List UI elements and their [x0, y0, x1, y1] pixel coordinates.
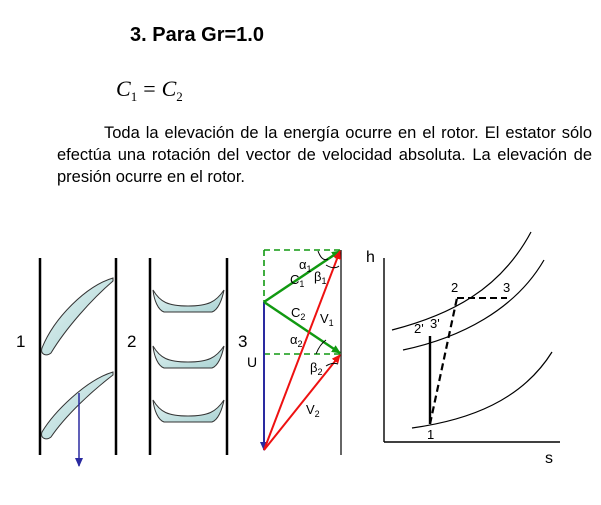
rotor-blade-lower [41, 371, 114, 440]
velocity-triangles [260, 249, 342, 455]
eq-c2-sub: 2 [176, 89, 183, 104]
label-beta1: β1 [314, 269, 327, 286]
isobar-middle [402, 259, 545, 351]
label-alpha1: α1 [299, 257, 312, 274]
eq-c1: C [116, 76, 131, 101]
description-paragraph: Toda la elevación de la energía ocurre e… [57, 124, 592, 186]
slide-title: 3. Para Gr=1.0 [130, 24, 264, 46]
label-c2: C2 [291, 305, 305, 322]
eq-c2: C [161, 76, 177, 101]
eq-c1-sub: 1 [130, 89, 138, 104]
label-c1: C1 [290, 272, 304, 289]
stator-blade-1 [152, 289, 225, 313]
axis-label-h: h [366, 249, 375, 266]
point-1: 1 [427, 427, 434, 442]
stator-blade-2 [152, 345, 225, 369]
point-3-prime: 3' [430, 316, 440, 331]
rotor-cascade [38, 258, 118, 467]
stator-blade-3 [152, 399, 225, 423]
label-u: U [247, 354, 257, 370]
panel-label-1: 1 [16, 332, 25, 351]
panel-label-3: 3 [238, 332, 247, 351]
label-v1: V1 [320, 311, 334, 328]
label-alpha2: α2 [290, 332, 303, 349]
equation: C1=C2 [116, 76, 183, 105]
point-2-prime: 2' [414, 321, 424, 336]
label-beta2: β2 [310, 360, 323, 377]
v2-vector [263, 354, 341, 451]
hs-diagram [383, 231, 560, 443]
eq-equals: = [143, 76, 156, 101]
point-2: 2 [451, 280, 458, 295]
point-3: 3 [503, 280, 510, 295]
panel-label-2: 2 [127, 332, 136, 351]
axis-label-s: s [545, 450, 553, 467]
c2-vector [263, 300, 341, 355]
stator-cascade [148, 258, 229, 455]
isobar-lower [411, 351, 553, 429]
rotor-blade-upper [41, 277, 114, 356]
label-v2: V2 [306, 402, 320, 419]
v1-vector [263, 250, 341, 451]
